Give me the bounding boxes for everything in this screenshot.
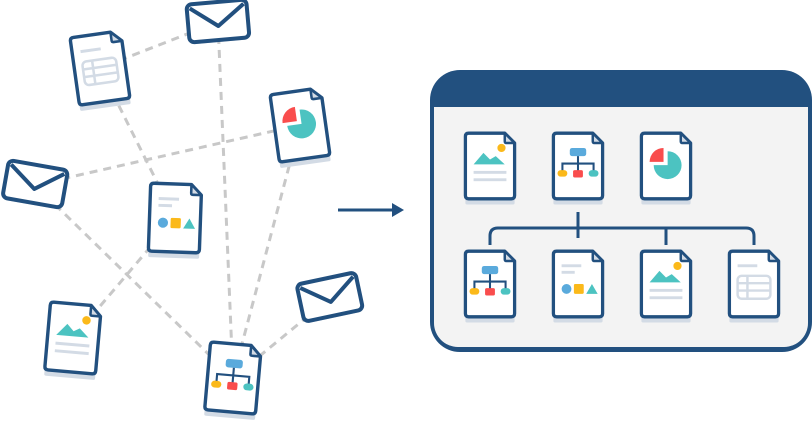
spreadsheet-document bbox=[68, 30, 132, 111]
dashed-line bbox=[231, 124, 302, 379]
shapes-document bbox=[146, 181, 204, 259]
envelope-icon bbox=[295, 271, 365, 323]
image-document bbox=[463, 131, 517, 205]
org-chart-document bbox=[463, 249, 517, 323]
dashed-line bbox=[34, 123, 301, 187]
spreadsheet-document bbox=[727, 249, 781, 323]
arrow-icon bbox=[338, 203, 404, 217]
envelope-icon bbox=[184, 0, 252, 45]
pie-chart-document bbox=[268, 87, 332, 168]
pie-chart-document bbox=[639, 131, 693, 205]
scattered-items bbox=[1, 0, 365, 420]
image-document bbox=[43, 300, 103, 380]
organized-documents bbox=[463, 131, 781, 323]
organized-window bbox=[430, 70, 812, 352]
envelope-icon bbox=[1, 158, 70, 210]
dashed-line bbox=[33, 183, 235, 380]
org-chart-document bbox=[551, 131, 605, 205]
shapes-document bbox=[551, 249, 605, 323]
image-document bbox=[639, 249, 693, 323]
dashed-line bbox=[216, 21, 235, 379]
org-chart-document bbox=[203, 340, 263, 420]
tree-connector bbox=[488, 212, 756, 245]
